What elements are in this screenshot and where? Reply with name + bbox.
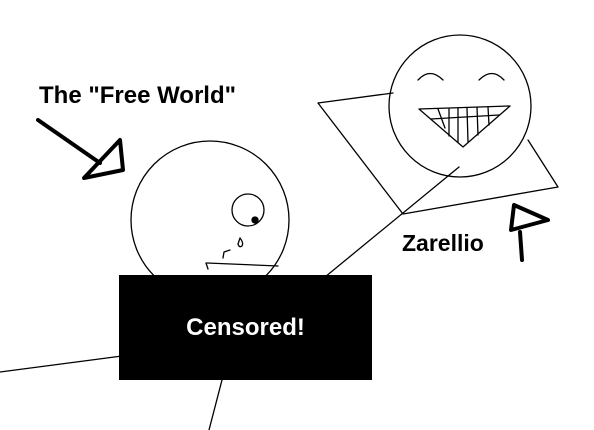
free-world-left-arm — [0, 355, 123, 373]
zarellio-arrow-icon — [509, 203, 550, 262]
arrow-icon — [36, 118, 125, 180]
zarellio-teeth — [430, 106, 500, 143]
free-world-eye — [231, 193, 265, 227]
free-world-mouth — [205, 262, 279, 270]
zarellio-head — [388, 34, 532, 178]
zarellio-arm — [324, 166, 460, 278]
zarellio-grin — [418, 105, 511, 148]
free-world-body — [208, 379, 223, 430]
censor-text: Censored! — [186, 313, 305, 341]
free-world-nose — [222, 249, 231, 259]
zarellio-right-eye — [478, 72, 505, 81]
tear-drop-icon — [237, 237, 244, 248]
censor-box: Censored! — [119, 275, 372, 380]
zarellio-label: Zarellio — [402, 230, 484, 256]
free-world-label: The "Free World" — [39, 82, 237, 109]
free-world-pupil — [251, 216, 259, 224]
zarellio-kite-body — [317, 92, 559, 215]
zarellio-left-eye — [417, 72, 444, 81]
